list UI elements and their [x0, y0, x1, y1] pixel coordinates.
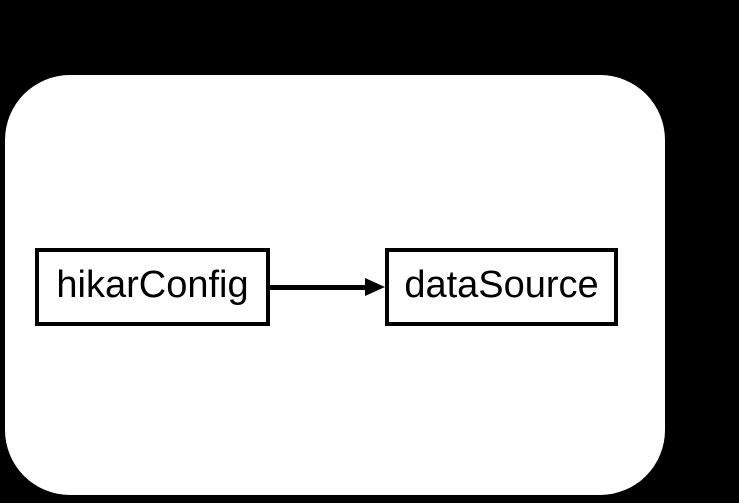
rounded-panel: hikarConfig dataSource: [5, 75, 665, 495]
node-datasource-label: dataSource: [404, 264, 599, 306]
node-datasource: dataSource: [385, 248, 618, 326]
node-hikarconfig: hikarConfig: [35, 248, 270, 326]
arrow-connector-line: [270, 285, 367, 290]
arrow-head-icon: [365, 278, 385, 296]
node-hikarconfig-label: hikarConfig: [56, 264, 249, 306]
